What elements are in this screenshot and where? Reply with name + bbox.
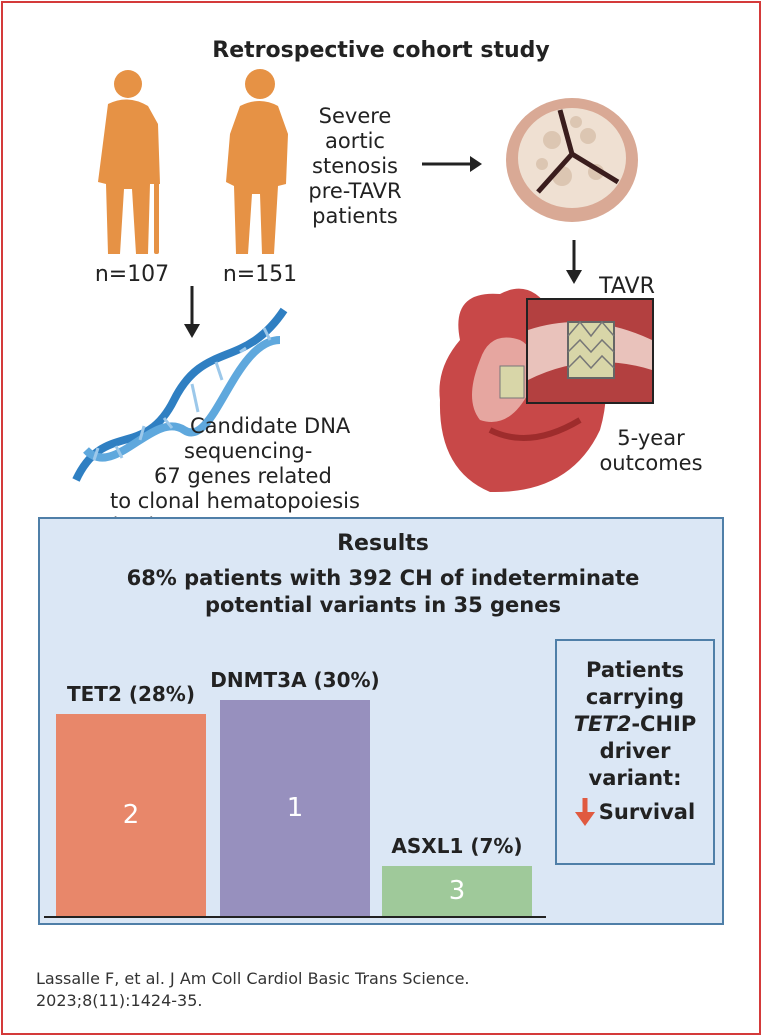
chart-baseline <box>44 916 546 918</box>
cohort-description: Severe aortic stenosis pre-TAVR patients <box>300 104 410 229</box>
bar-rank: 2 <box>122 800 140 831</box>
outcomes-label: 5-year outcomes <box>596 426 706 476</box>
outcomes-line: 5-year <box>617 426 685 450</box>
arrow-down-red-icon <box>574 798 595 826</box>
arrow-down-icon <box>184 286 200 338</box>
dna-helix-illustration <box>72 307 288 482</box>
survival-line: Patients <box>586 658 684 682</box>
bar-rank: 1 <box>286 793 304 823</box>
bar: 3 <box>382 865 532 916</box>
survival-gene-suffix: -CHIP <box>631 712 697 736</box>
results-title: Results <box>337 531 429 556</box>
results-subtitle: 68% patients with 392 CH of indeterminat… <box>40 565 726 619</box>
survival-line: carrying <box>585 685 685 709</box>
survival-gene: TET2 <box>573 712 632 736</box>
bar-label: ASXL1 (7%) <box>391 833 523 858</box>
outcomes-line: outcomes <box>599 451 703 475</box>
citation-line: 2023;8(11):1424-35. <box>36 991 203 1010</box>
cohort-description-line: aortic <box>325 129 385 153</box>
cohort-description-line: Severe <box>318 104 392 128</box>
survival-text: Patients carrying TET2-CHIP driver varia… <box>557 657 713 826</box>
aortic-valve-illustration <box>506 98 638 222</box>
elderly-person-icon <box>98 70 160 254</box>
tavr-stent-icon <box>528 320 652 380</box>
person-icon <box>226 69 288 254</box>
tavr-label: TAVR <box>599 274 655 299</box>
cohort-description-line: pre-TAVR <box>308 179 402 203</box>
sequencing-line: Candidate DNA <box>190 414 351 438</box>
group1-count: n=107 <box>94 262 170 287</box>
bar: 1 <box>220 700 370 916</box>
survival-indicator: Survival <box>557 798 713 826</box>
gene-bar-chart: 2 TET2 (28%) 1 DNMT3A (30%) 3 ASXL1 (7%) <box>40 519 726 923</box>
results-panel: Results 68% patients with 392 CH of inde… <box>38 517 724 925</box>
sequencing-line: 67 genes related <box>154 464 332 488</box>
bar-label: TET2 (28%) <box>67 682 195 707</box>
survival-label: Survival <box>598 799 696 824</box>
page-title: Retrospective cohort study <box>212 38 550 63</box>
survival-line: variant: <box>588 766 682 790</box>
sequencing-line: sequencing- <box>184 439 313 463</box>
arrow-down-icon <box>566 240 582 284</box>
cohort-description-line: patients <box>312 204 398 228</box>
citation-line: Lassalle F, et al. J Am Coll Cardiol Bas… <box>36 969 470 988</box>
results-subtitle-line: 68% patients with 392 CH of indeterminat… <box>126 566 640 590</box>
bar-rank: 3 <box>448 875 466 906</box>
survival-box: Patients carrying TET2-CHIP driver varia… <box>555 639 715 865</box>
survival-gene-line: TET2-CHIP <box>557 711 713 738</box>
arrow-right-icon <box>422 156 482 172</box>
citation: Lassalle F, et al. J Am Coll Cardiol Bas… <box>36 968 470 1012</box>
tavr-inset <box>526 298 654 404</box>
results-subtitle-line: potential variants in 35 genes <box>205 593 561 617</box>
cohort-description-line: stenosis <box>312 154 398 178</box>
group2-count: n=151 <box>222 262 298 287</box>
bar: 2 <box>56 714 206 916</box>
bar-label: DNMT3A (30%) <box>210 668 380 692</box>
survival-line: driver <box>599 739 671 763</box>
